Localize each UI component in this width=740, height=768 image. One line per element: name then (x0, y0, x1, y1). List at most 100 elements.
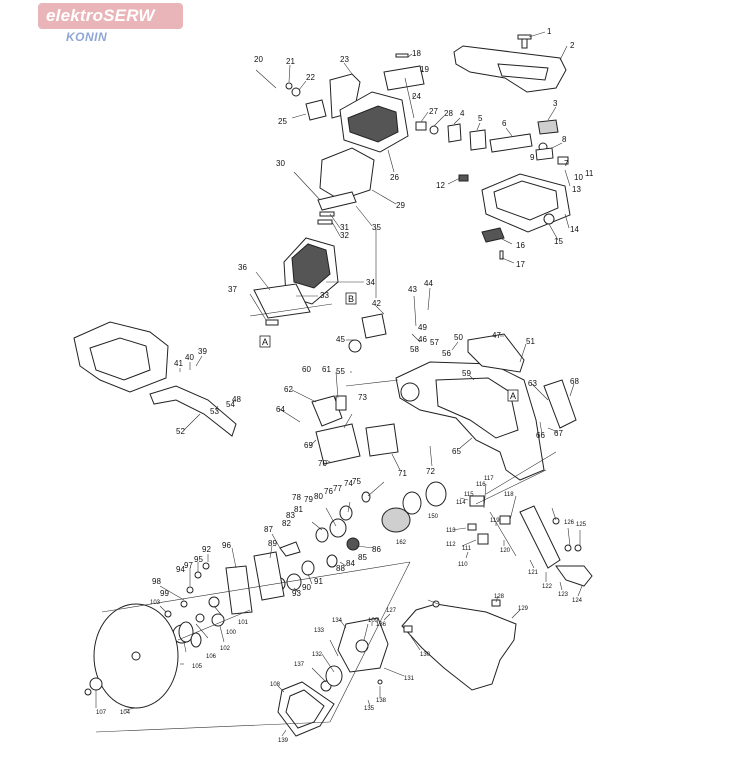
part-label-81: 81 (294, 505, 303, 514)
part-label-31: 31 (340, 223, 349, 232)
part-label-64: 64 (276, 405, 285, 414)
guide-lines (95, 228, 557, 733)
part-label-124: 124 (572, 598, 583, 604)
part-label-10: 10 (574, 173, 583, 182)
part-label-94: 94 (176, 565, 185, 574)
part-label-111: 111 (462, 546, 472, 552)
reference-letter-a-2: A (510, 391, 516, 401)
part-label-123: 123 (558, 592, 569, 598)
part-label-62: 62 (284, 385, 293, 394)
part-label-86: 86 (372, 545, 381, 554)
part-label-16: 16 (516, 241, 525, 250)
part-label-17: 17 (516, 260, 525, 269)
part-label-18: 18 (412, 49, 421, 58)
blade-and-guard-assembly (84, 599, 517, 737)
part-label-83: 83 (286, 511, 295, 520)
part-label-99: 99 (160, 589, 169, 598)
part-label-100: 100 (226, 630, 237, 636)
part-label-101: 101 (238, 620, 249, 626)
part-label-76: 76 (324, 487, 333, 496)
elektroserw-logo: elektroSERW (38, 3, 183, 29)
part-label-93: 93 (292, 589, 301, 598)
part-label-8: 8 (562, 135, 567, 144)
part-label-95: 95 (194, 555, 203, 564)
part-label-114: 114 (456, 500, 466, 506)
part-label-90: 90 (302, 583, 311, 592)
part-label-61: 61 (322, 365, 331, 374)
guard-linkage-assembly (467, 495, 593, 587)
leader-lines (95, 31, 583, 737)
part-label-118: 118 (504, 492, 514, 498)
part-label-119: 119 (490, 518, 500, 524)
part-label-68: 68 (570, 377, 579, 386)
part-label-65: 65 (452, 447, 461, 456)
part-label-7: 7 (564, 159, 569, 168)
part-label-134: 134 (332, 618, 343, 624)
part-label-79: 79 (304, 495, 313, 504)
part-label-130: 130 (420, 652, 431, 658)
part-label-25: 25 (278, 117, 287, 126)
part-label-126: 126 (564, 520, 575, 526)
reference-markers: B A A (259, 292, 519, 402)
gear-train-assembly (164, 481, 447, 644)
part-label-67: 67 (554, 429, 563, 438)
part-label-42: 42 (372, 299, 381, 308)
part-label-106: 106 (206, 654, 217, 660)
part-label-112: 112 (446, 542, 456, 548)
part-label-49: 49 (418, 323, 427, 332)
part-label-33: 33 (320, 291, 329, 300)
part-label-91: 91 (314, 577, 323, 586)
part-label-125: 125 (576, 522, 587, 528)
part-label-63: 63 (528, 379, 537, 388)
part-label-66: 66 (536, 431, 545, 440)
part-label-14: 14 (570, 225, 579, 234)
logo-city-text: KONIN (66, 30, 108, 44)
part-label-97: 97 (184, 561, 193, 570)
part-label-55: 55 (336, 367, 345, 376)
part-label-20: 20 (254, 55, 263, 64)
part-label-37: 37 (228, 285, 237, 294)
part-label-74: 74 (344, 479, 353, 488)
part-label-108: 108 (270, 682, 281, 688)
part-label-72: 72 (426, 467, 435, 476)
part-label-89: 89 (268, 539, 277, 548)
part-label-3: 3 (553, 99, 558, 108)
part-label-113: 113 (446, 528, 456, 534)
part-label-78: 78 (292, 493, 301, 502)
part-label-59: 59 (462, 369, 471, 378)
part-label-51: 51 (526, 337, 535, 346)
gear-housing-assembly (73, 321, 577, 481)
part-label-73: 73 (358, 393, 367, 402)
part-label-6: 6 (502, 119, 507, 128)
part-label-121: 121 (528, 570, 539, 576)
part-label-13: 13 (572, 185, 581, 194)
part-label-109: 109 (368, 618, 379, 624)
part-label-138: 138 (376, 698, 387, 704)
part-label-88: 88 (336, 564, 345, 573)
part-label-50: 50 (454, 333, 463, 342)
part-label-12: 12 (436, 181, 445, 190)
part-label-29: 29 (396, 201, 405, 210)
part-label-35: 35 (372, 223, 381, 232)
part-label-54: 54 (226, 400, 235, 409)
part-label-98: 98 (152, 577, 161, 586)
part-label-136: 136 (376, 622, 387, 628)
part-label-75: 75 (352, 477, 361, 486)
part-label-102: 102 (220, 646, 231, 652)
part-label-36: 36 (238, 263, 247, 272)
part-label-26: 26 (390, 173, 399, 182)
part-label-44: 44 (424, 279, 433, 288)
part-label-19: 19 (420, 65, 429, 74)
part-label-80: 80 (314, 492, 323, 501)
part-label-96: 96 (222, 541, 231, 550)
part-label-48: 48 (232, 395, 241, 404)
part-label-107: 107 (96, 710, 107, 716)
part-label-135: 135 (364, 706, 375, 712)
part-label-32: 32 (340, 231, 349, 240)
part-label-28: 28 (444, 109, 453, 118)
part-label-117: 117 (484, 476, 494, 482)
part-label-40: 40 (185, 353, 194, 362)
part-label-4: 4 (460, 109, 465, 118)
part-label-57: 57 (430, 338, 439, 347)
